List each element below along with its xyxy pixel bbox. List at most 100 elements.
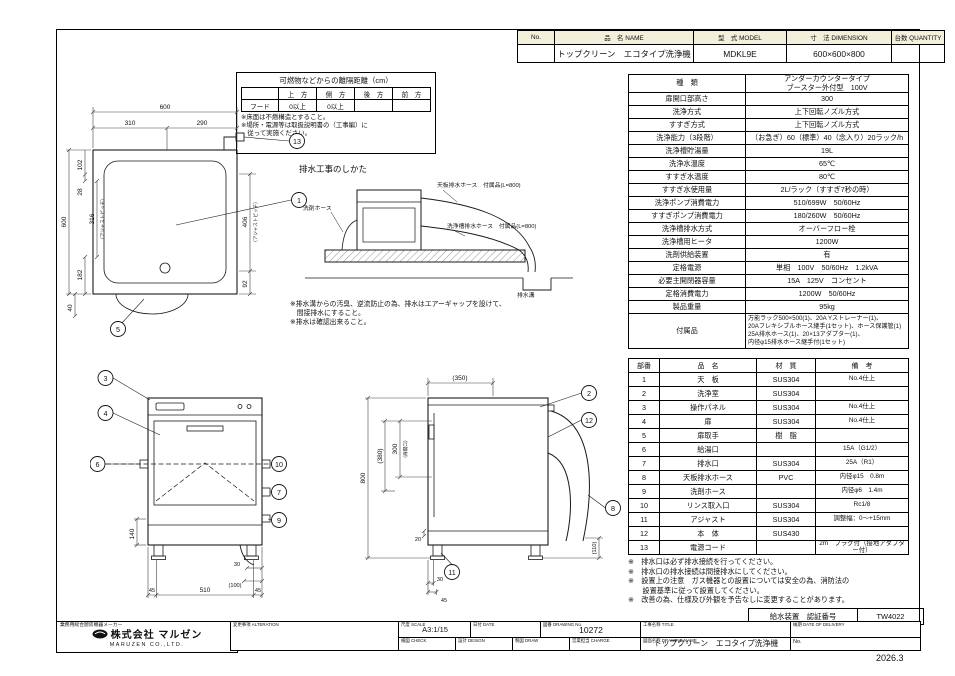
part-name: 排水口: [659, 456, 757, 471]
spec-label: 洗浄槽用ヒータ: [628, 235, 746, 249]
part-name: 扉取手: [659, 428, 757, 443]
part-no: 11: [628, 512, 660, 527]
part-name: リンス取入口: [659, 498, 757, 513]
parts-row: 12 本 体 SUS430: [628, 526, 909, 541]
part-name: 本 体: [659, 526, 757, 541]
spec-row: 定格電源 単相 100V 50/60Hz 1.2kVA: [628, 261, 909, 275]
col-model: 型 式 MODEL: [693, 30, 787, 45]
clearance-box: 可燃物などからの離隔距離（cm） 上 方 側 方 後 方 前 方 フード 0以上…: [236, 72, 436, 154]
dim-front-510: 510: [200, 587, 211, 594]
top-drain-hose: [420, 197, 536, 273]
dim-plan-pitch-left: （アジャストピッチ）: [100, 196, 106, 242]
parts-row: 5 扉取手 樹 脂: [628, 428, 909, 443]
svg-text:1: 1: [297, 196, 301, 205]
spec-row: 種 類 アンダーカウンタータイプ ブースター外付型 100V: [628, 74, 909, 93]
part-material: SUS304: [756, 498, 816, 513]
part-name: 天板排水ホース: [659, 470, 757, 485]
charge-label: 営業担当 CHARGE: [572, 638, 610, 643]
spec-row: すすぎ水温度 80℃: [628, 170, 909, 184]
dim-front-140: 140: [129, 528, 136, 539]
tank-drain-hose: [420, 225, 529, 273]
product-no: [517, 44, 555, 63]
dim-side-20: 20: [415, 537, 421, 543]
drain-ditch: [522, 278, 552, 291]
clearance-table: 上 方 側 方 後 方 前 方 フード 0以上 0以上: [241, 87, 431, 112]
parts-row: 9 洗剤ホース 内径φ6 1.4m: [628, 484, 909, 499]
part-material: SUS430: [756, 526, 816, 541]
spec-label: 洗浄ポンプ消費電力: [628, 196, 746, 210]
dim-side-350: (350): [452, 375, 467, 382]
spec-row: 洗浄槽排水方式 オーバーフロー栓: [628, 222, 909, 236]
scale-label: 尺度 SCALE: [401, 622, 426, 627]
part-note: 15A（G1/2）: [815, 442, 909, 457]
no-cell: No.: [790, 637, 921, 651]
plan-leader-lines: [121, 136, 292, 324]
note-line: ※ 排水口の排水接続は間接排水にしてください。: [628, 566, 792, 576]
alteration-cell: 変更事項 ALTERATION: [230, 621, 400, 651]
spec-value: 2L/ラック（すすぎ7秒の時）: [745, 183, 909, 197]
header-row: No. 品 名 NAME 型 式 MODEL 寸 法 DIMENSION 台数 …: [517, 30, 945, 45]
maker-name-en: MARUZEN CO.,LTD.: [109, 641, 185, 648]
spec-row: 製品重量 95kg: [628, 300, 909, 314]
spec-value: （お急ぎ）60（標準）40（念入り）20ラック/h: [745, 131, 909, 145]
svg-text:8: 8: [611, 504, 615, 513]
clearance-header: 側 方: [316, 87, 355, 100]
product-dim: 600×600×800: [786, 44, 892, 63]
part-no: 2: [628, 386, 660, 401]
spec-table: 種 類 アンダーカウンタータイプ ブースター外付型 100V 扉開口部高さ 30…: [628, 74, 909, 349]
part-name: 洗浄室: [659, 386, 757, 401]
dim-side-110: (110): [592, 542, 598, 555]
front-view: 140 30 (100) 45 510 45 3 4 6 10 7 9: [90, 370, 287, 598]
col-qty: 台数 QUANTITY: [891, 30, 945, 45]
spec-value: 300: [745, 92, 909, 106]
part-note: [815, 386, 909, 401]
balloon-13: 13: [289, 133, 305, 149]
spec-value: 95kg: [745, 300, 909, 314]
spec-label: すすぎポンプ消費電力: [628, 209, 746, 223]
spec-value: アンダーカウンタータイプ ブースター外付型 100V: [745, 74, 909, 93]
design-label: 設計 DESIGN: [458, 638, 485, 643]
part-no: 1: [628, 372, 660, 387]
balloon-8: 8: [605, 500, 621, 516]
part-note: [815, 428, 909, 443]
part-note: No.4仕上: [815, 414, 909, 429]
spec-row: 洗浄能力（3段階） （お急ぎ）60（標準）40（念入り）20ラック/h: [628, 131, 909, 145]
design-cell: 設計 DESIGN: [455, 637, 514, 651]
drawing-name-label: 図面名称 DRAWING NAME: [643, 638, 697, 643]
parts-row: 13 電源コード 2m プラグ付（接地アダプター付）: [628, 540, 909, 555]
spec-label: すすぎ水温度: [628, 170, 746, 184]
drawing-no-label: 図番 DRAWING No.: [543, 622, 583, 627]
front-outline: [147, 397, 263, 546]
balloon-11: 11: [444, 564, 460, 580]
parts-header-row: 部番 品 名 材 質 備 考: [628, 358, 909, 373]
clearance-header: 後 方: [354, 87, 393, 100]
parts-row: 2 洗浄室 SUS304: [628, 386, 909, 401]
door: [153, 420, 257, 506]
spec-label: 必要主開閉器容量: [628, 274, 746, 288]
part-material: SUS304: [756, 372, 816, 387]
part-name: 電源コード: [659, 540, 757, 555]
spec-row: 必要主開閉器容量 15A 125V コンセント: [628, 274, 909, 288]
spec-row: 洗浄水温度 65℃: [628, 157, 909, 171]
charge-cell: 営業担当 CHARGE: [569, 637, 642, 651]
drain-ditch-label: 排水溝: [517, 291, 535, 298]
dim-plan-290: 290: [197, 120, 208, 127]
clearance-value: [354, 99, 393, 112]
no-label: No.: [793, 639, 802, 645]
svg-text:13: 13: [293, 137, 301, 146]
note-line: ※ 改善の為、仕様及び外観を予告なしに変更することがあります。: [628, 595, 849, 604]
drawing-name-value: トップクリーン エコタイプ洗浄機: [653, 639, 779, 648]
spec-row: すすぎ方式 上下回転ノズル方式: [628, 118, 909, 132]
balloon-6: 6: [90, 456, 106, 472]
dim-plan-600-left: 600: [61, 216, 68, 227]
svg-text:5: 5: [116, 325, 120, 334]
balloon-9: 9: [271, 512, 287, 528]
spec-row: 洗浄方式 上下回転ノズル方式: [628, 105, 909, 119]
dim-front-30: 30: [234, 562, 240, 568]
part-material: SUS304: [756, 456, 816, 471]
part-material: SUS304: [756, 512, 816, 527]
spec-row: 扉開口部高さ 300: [628, 92, 909, 106]
parts-row: 4 扉 SUS304 No.4仕上: [628, 414, 909, 429]
drawing-no-value: 10272: [579, 625, 603, 635]
col-dim: 寸 法 DIMENSION: [786, 30, 892, 45]
